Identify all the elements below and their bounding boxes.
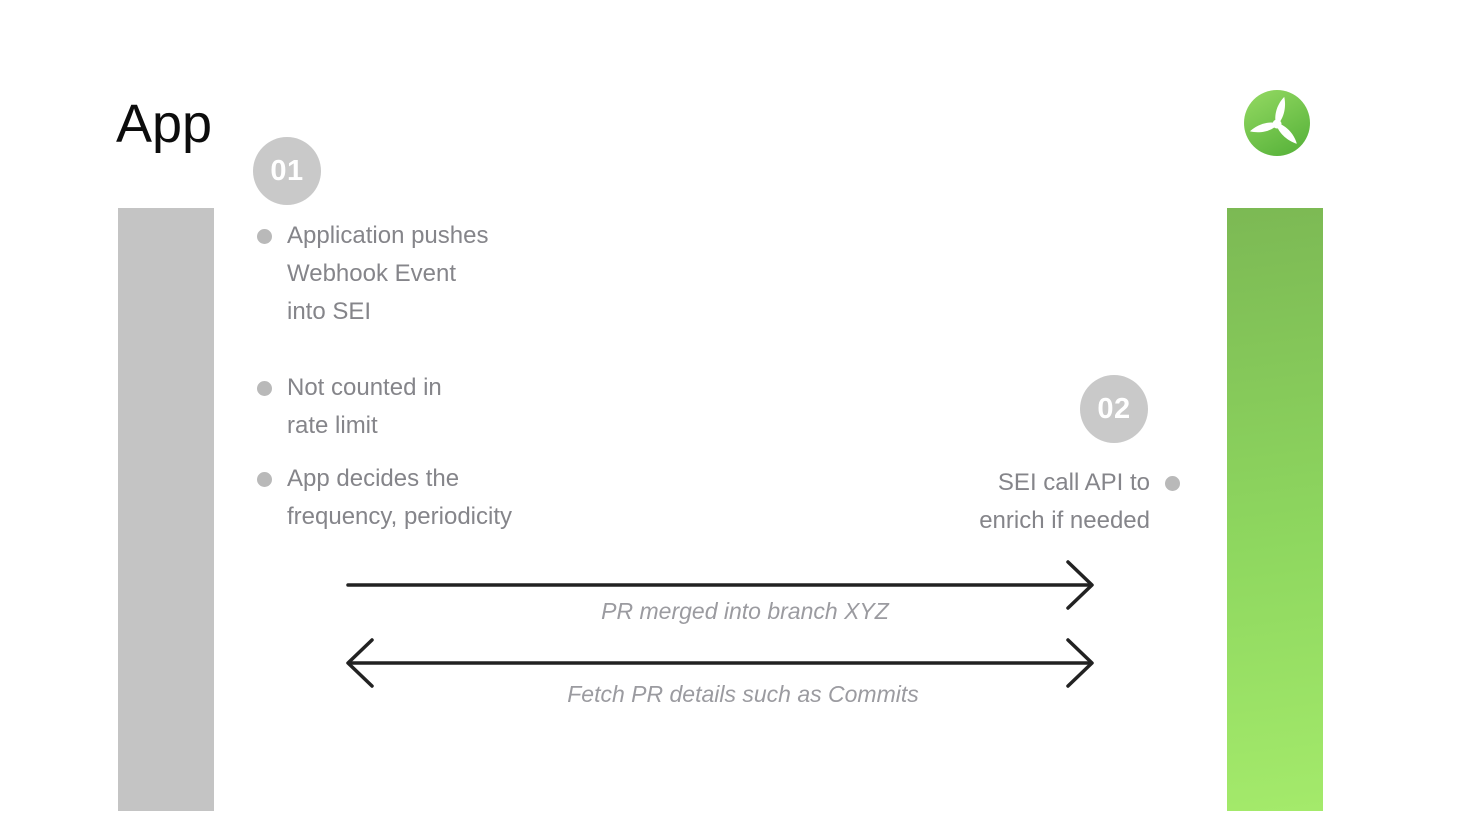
bullet-line: App decides the (287, 465, 460, 492)
app-lifeline-bar (118, 208, 214, 811)
sei-lifeline-bar (1227, 208, 1323, 811)
bullet-line: rate limit (287, 412, 378, 439)
bullet-item-rate-limit: Not counted in rate limit (257, 369, 442, 445)
bullet-line: SEI call API to (997, 469, 1150, 496)
bullet-item-webhook: Application pushes Webhook Event into SE… (257, 217, 488, 331)
arrow-label-fetch-pr: Fetch PR details such as Commits (567, 681, 919, 707)
step-badge-02: 02 (1080, 375, 1148, 443)
arrow-label-pr-merged: PR merged into branch XYZ (601, 598, 889, 624)
step-number: 02 (1097, 392, 1131, 425)
step-badge-01: 01 (253, 137, 321, 205)
bullet-item-sei-enrich: SEI call API to enrich if needed (979, 464, 1180, 540)
propeller-logo-icon (1244, 90, 1310, 156)
step-number: 01 (270, 154, 304, 187)
bullet-dot-icon (1165, 476, 1180, 491)
bullet-item-frequency: App decides the frequency, periodicity (257, 460, 512, 536)
bullet-line: Application pushes (287, 222, 489, 249)
bullet-line: Webhook Event (287, 260, 456, 287)
page-title: App (116, 94, 213, 154)
bullet-line: frequency, periodicity (287, 503, 512, 530)
bullet-dot-icon (257, 381, 272, 396)
bullet-line: into SEI (287, 298, 372, 325)
bullet-line: Not counted in (287, 374, 442, 401)
bullet-dot-icon (257, 229, 272, 244)
bullet-dot-icon (257, 472, 272, 487)
bullet-line: enrich if needed (979, 507, 1150, 534)
